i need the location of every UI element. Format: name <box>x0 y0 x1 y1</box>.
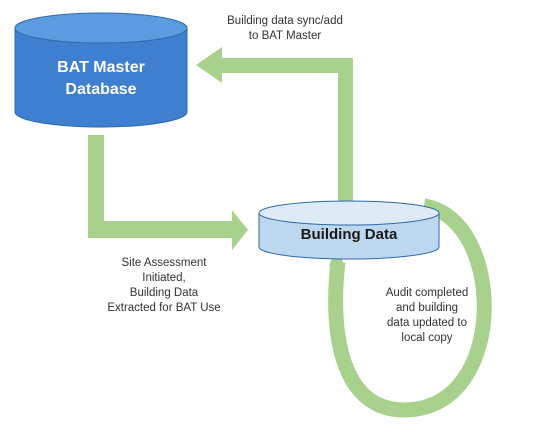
master-database-line2: Database <box>65 81 137 98</box>
master-database-body <box>14 28 188 128</box>
local-database-label: Building Data <box>300 226 398 243</box>
master-database-label: BAT Master Database <box>15 57 187 101</box>
extract-label-line: Initiated, <box>142 272 186 284</box>
audit-label-line: data updated to <box>387 317 467 329</box>
audit-loop <box>328 198 492 418</box>
sync-label: Building data sync/add to BAT Master <box>210 14 360 44</box>
extract-label: Site Assessment Initiated, Building Data… <box>84 256 244 316</box>
audit-label: Audit completed and building data update… <box>368 286 486 346</box>
extract-label-line: Site Assessment <box>121 257 207 269</box>
master-database-line1: BAT Master <box>57 59 145 76</box>
master-database-top <box>14 12 188 44</box>
local-database-body <box>258 213 440 260</box>
sync-label-line: to BAT Master <box>248 30 322 42</box>
extract-label-line: Building Data <box>129 287 199 299</box>
local-database-top <box>258 200 440 226</box>
audit-label-line: and building <box>395 302 459 314</box>
master-database <box>14 12 188 128</box>
audit-label-line: local copy <box>401 332 453 344</box>
sync-arrow <box>196 47 353 202</box>
audit-label-line: Audit completed <box>385 287 469 299</box>
sync-label-line: Building data sync/add <box>227 15 343 27</box>
local-database <box>258 200 440 260</box>
extract-label-line: Extracted for BAT Use <box>107 302 221 314</box>
extract-arrow <box>88 135 248 250</box>
